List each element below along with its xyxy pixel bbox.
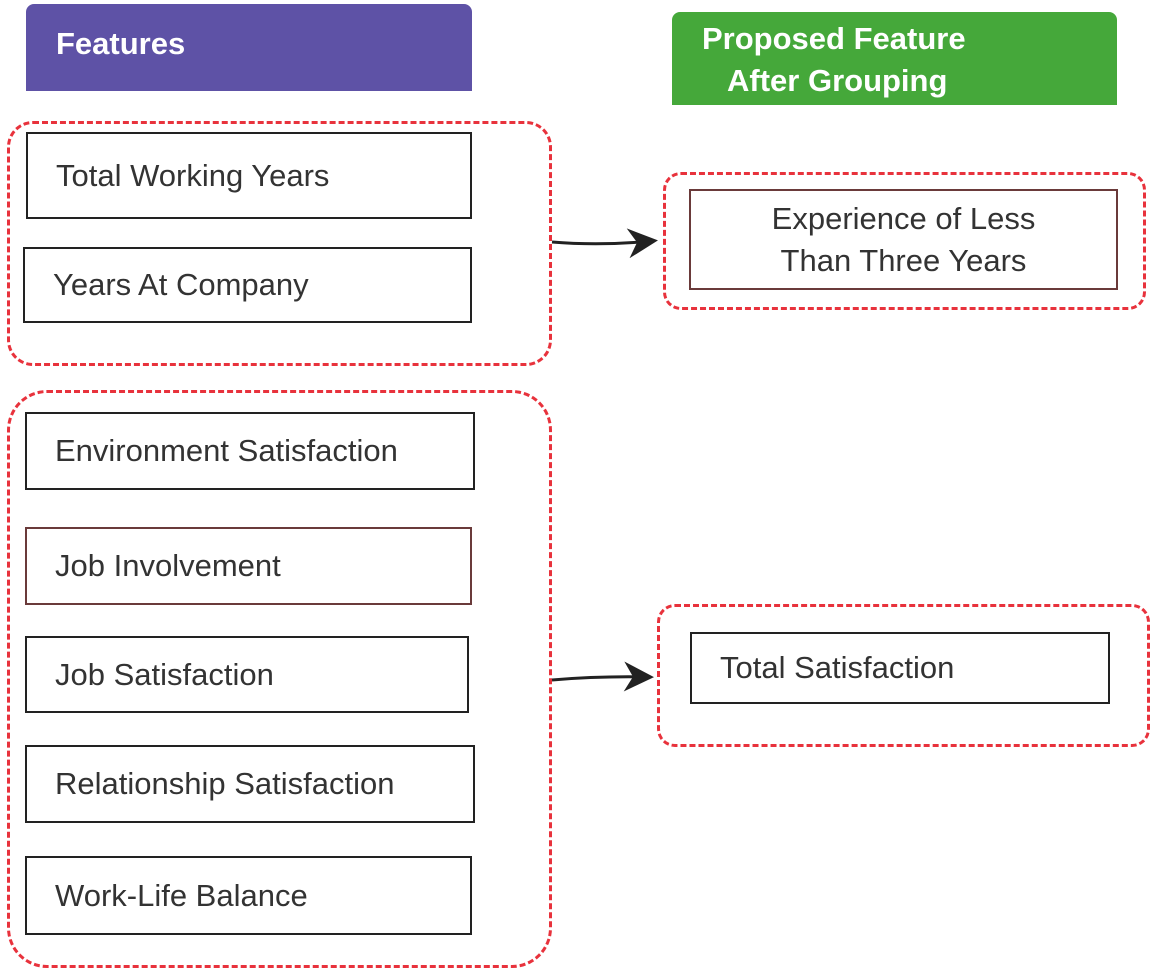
result-label-line2: Than Three Years	[780, 242, 1027, 278]
result-box-experience: Experience of Less Than Three Years	[689, 189, 1118, 290]
features-header: Features	[26, 4, 472, 91]
feature-box-years-at-company: Years At Company	[23, 247, 472, 323]
satisfaction-result-group	[657, 604, 1150, 747]
proposed-header-line2: After Grouping	[727, 63, 948, 98]
result-label: Total Satisfaction	[720, 650, 955, 685]
feature-label: Years At Company	[53, 267, 309, 302]
feature-label: Work-Life Balance	[55, 877, 308, 913]
feature-label: Environment Satisfaction	[55, 433, 398, 468]
arrow-experience	[551, 228, 658, 259]
result-box-total-satisfaction: Total Satisfaction	[690, 632, 1110, 704]
proposed-feature-header: Proposed Feature After Grouping	[672, 12, 1117, 105]
experience-features-group	[7, 121, 552, 366]
result-label-line1: Experience of Less	[771, 200, 1036, 236]
feature-label: Total Working Years	[56, 157, 330, 193]
feature-box-job-involvement: Job Involvement	[25, 527, 472, 605]
feature-label: Job Satisfaction	[55, 656, 274, 692]
feature-box-relationship-satisfaction: Relationship Satisfaction	[25, 745, 475, 823]
feature-box-environment-satisfaction: Environment Satisfaction	[25, 412, 475, 490]
arrow-satisfaction	[551, 661, 654, 692]
satisfaction-features-group	[7, 390, 552, 968]
feature-box-total-working-years: Total Working Years	[26, 132, 472, 219]
feature-box-work-life-balance: Work-Life Balance	[25, 856, 472, 935]
experience-result-group	[663, 172, 1146, 310]
proposed-header-line1: Proposed Feature	[702, 21, 966, 56]
feature-label: Relationship Satisfaction	[55, 766, 395, 801]
feature-label: Job Involvement	[55, 548, 281, 583]
features-header-label: Features	[56, 26, 186, 61]
feature-box-job-satisfaction: Job Satisfaction	[25, 636, 469, 713]
